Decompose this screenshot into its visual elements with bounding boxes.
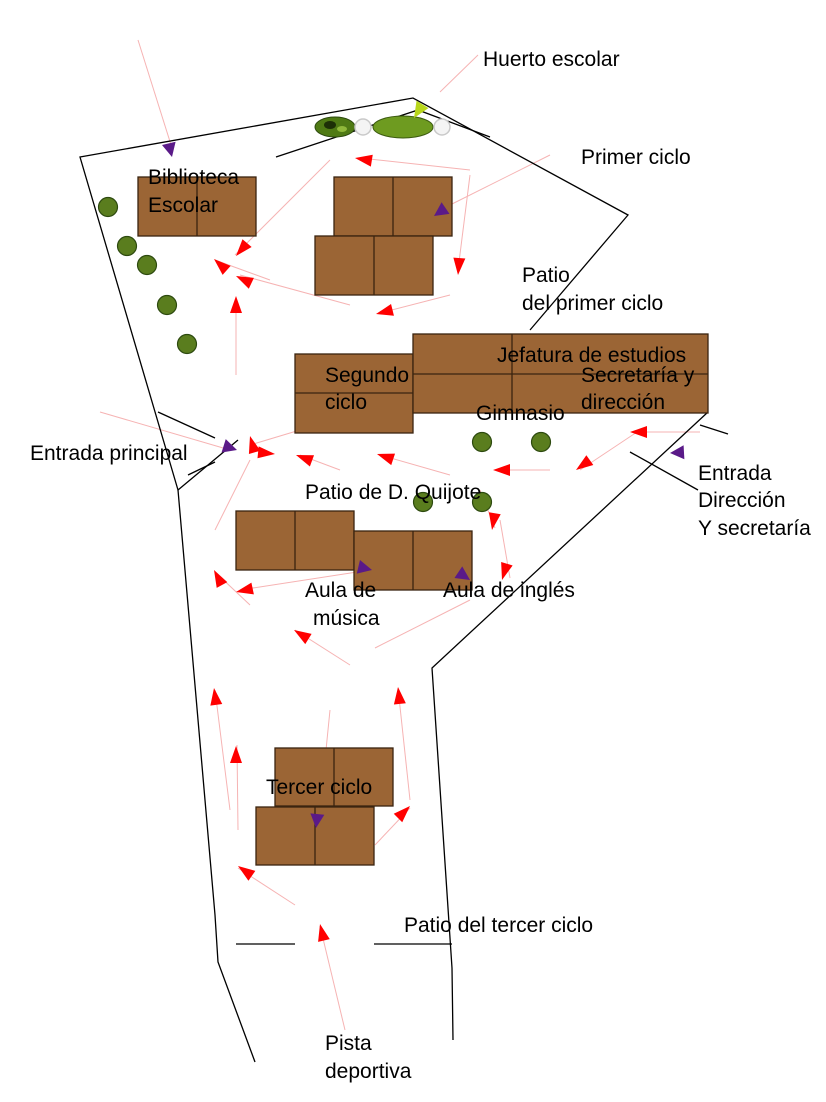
entrance-marker-icon — [161, 141, 176, 157]
direction-arrow-icon — [488, 512, 501, 530]
entrance-marker-icon — [310, 813, 325, 828]
tree-icon — [97, 196, 119, 218]
label-pista-line1: Pista — [325, 1032, 372, 1055]
entrance-marker-icon — [454, 566, 470, 580]
label-jefatura: Jefatura de estudios — [497, 344, 686, 367]
trees — [97, 196, 552, 513]
direction-arrow-icon — [294, 630, 312, 645]
label-patio-primer-line2: del primer ciclo — [522, 292, 663, 315]
direction-arrow-icon — [376, 304, 394, 316]
garden-pointer-icon — [414, 100, 429, 118]
direction-arrow-icon — [236, 276, 254, 289]
label-tercer-ciclo: Tercer ciclo — [266, 776, 372, 799]
label-primer-ciclo: Primer ciclo — [581, 146, 691, 169]
direction-arrow-icon — [355, 154, 373, 167]
label-aula-ingles: Aula de inglés — [443, 579, 575, 602]
direction-arrow-icon — [501, 561, 513, 580]
label-patio-quijote: Patio de D. Quijote — [305, 481, 481, 504]
site-boundary — [79, 97, 729, 1063]
label-pista-line2: deportiva — [325, 1060, 412, 1083]
entrance-marker-icon — [221, 439, 237, 453]
direction-arrow-icon — [493, 464, 510, 476]
label-patio-tercer: Patio del tercer ciclo — [404, 914, 593, 937]
label-segundo-line1: Segundo — [325, 364, 409, 387]
label-entrada-principal: Entrada principal — [30, 442, 188, 465]
tree-icon — [176, 333, 198, 355]
garden-bed-icon — [314, 115, 451, 139]
label-biblioteca-line2: Escolar — [148, 194, 218, 217]
label-aula-musica-line2: música — [313, 607, 380, 630]
direction-arrow-icon — [238, 866, 256, 881]
direction-arrow-icon — [230, 746, 242, 763]
direction-arrow-icon — [257, 446, 275, 459]
tree-icon — [530, 431, 552, 453]
direction-arrow-icon — [377, 453, 396, 466]
buildings — [137, 176, 709, 866]
direction-arrow-icon — [393, 687, 406, 705]
tree-icon — [116, 235, 138, 257]
label-biblioteca-line1: Biblioteca — [148, 166, 239, 189]
direction-arrow-icon — [393, 806, 410, 823]
entrance-marker-icon — [356, 559, 372, 574]
label-segundo-line2: ciclo — [325, 391, 367, 414]
entrance-markers — [161, 100, 685, 828]
label-secretaria-line1: Secretaría y — [581, 364, 695, 387]
direction-arrow-icon — [210, 688, 223, 706]
label-gimnasio: Gimnasio — [476, 402, 565, 425]
label-entrada-direccion-line2: Dirección — [698, 489, 786, 512]
map-labels: Huerto escolar Primer ciclo Biblioteca E… — [30, 48, 811, 1083]
direction-arrow-icon — [630, 426, 647, 438]
direction-arrow-icon — [453, 257, 466, 275]
direction-arrow-icon — [236, 239, 252, 256]
tree-icon — [156, 294, 178, 316]
direction-arrow-icon — [318, 924, 330, 942]
tree-icon — [471, 431, 493, 453]
direction-arrow-icon — [248, 436, 261, 454]
direction-arrow-icon — [296, 455, 315, 467]
direction-arrow-icon — [576, 455, 594, 470]
label-secretaria-line2: dirección — [581, 391, 665, 414]
tree-icon — [471, 491, 493, 513]
tree-icon — [412, 491, 434, 513]
direction-arrow-icon — [214, 570, 228, 588]
tree-icon — [136, 254, 158, 276]
direction-arrow-icon — [236, 582, 254, 595]
entrance-marker-icon — [434, 202, 450, 216]
label-entrada-direccion-line1: Entrada — [698, 462, 772, 485]
direction-arrow-icon — [230, 296, 242, 313]
direction-arrows — [210, 154, 647, 942]
direction-arrow-icon — [214, 259, 231, 275]
entrance-marker-icon — [670, 445, 685, 460]
label-entrada-direccion-line3: Y secretaría — [698, 517, 811, 540]
label-huerto-escolar: Huerto escolar — [483, 48, 620, 71]
label-patio-primer-line1: Patio — [522, 264, 570, 287]
label-aula-musica-line1: Aula de — [305, 579, 376, 602]
